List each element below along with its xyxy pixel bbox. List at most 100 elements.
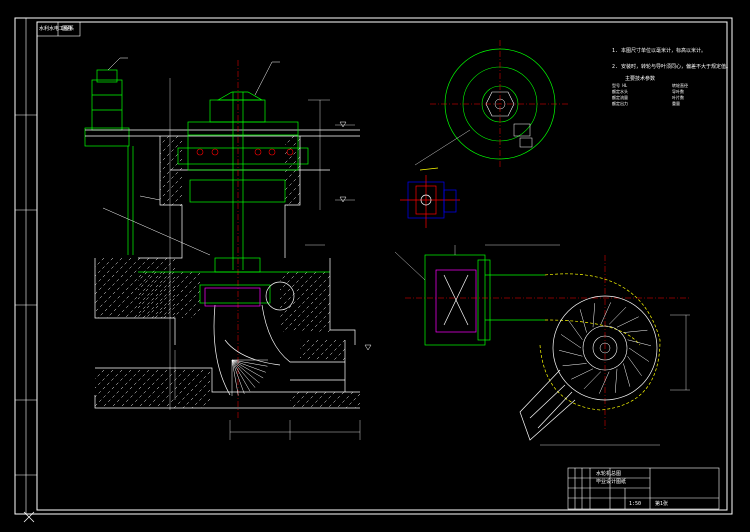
binding-margin-ticks bbox=[15, 18, 37, 514]
hatch-line bbox=[289, 391, 300, 402]
runner-blade-line bbox=[231, 359, 245, 394]
stamp-text: 水利水电工程系 bbox=[39, 26, 75, 32]
section-view bbox=[84, 57, 372, 440]
spec-item: 额定流量 bbox=[612, 95, 628, 100]
spiral-case-plan bbox=[394, 244, 690, 446]
guide-vane bbox=[558, 350, 583, 357]
hatch-line bbox=[94, 257, 114, 277]
spec-item: 额定水头 bbox=[612, 89, 628, 94]
hatch-line bbox=[154, 272, 201, 319]
hatch-line bbox=[300, 302, 331, 333]
hatch-line bbox=[279, 271, 317, 309]
spiral-runner-ring bbox=[592, 335, 618, 361]
hatch-line bbox=[279, 271, 299, 291]
hatch-line bbox=[106, 257, 168, 319]
hatch-line bbox=[146, 369, 186, 409]
hatch-line bbox=[94, 257, 132, 295]
hatch-line bbox=[336, 391, 354, 409]
plan-view bbox=[414, 40, 570, 168]
hatch-line bbox=[282, 284, 331, 333]
note-line-1: 1. 本图尺寸单位以毫米计，标高以米计。 bbox=[612, 48, 707, 54]
top-left-stamp bbox=[36, 21, 81, 37]
hatch-line bbox=[137, 369, 177, 409]
hatch-line bbox=[101, 369, 141, 409]
guide-vane bbox=[560, 334, 582, 349]
hatch-line bbox=[94, 369, 132, 407]
hatch-line bbox=[94, 257, 141, 304]
hatch-line bbox=[354, 402, 361, 409]
hatch-line bbox=[97, 257, 159, 319]
hatch-line bbox=[94, 369, 123, 398]
hatch-line bbox=[284, 135, 295, 146]
plan-dimension bbox=[414, 129, 471, 166]
guide-vane bbox=[592, 303, 596, 328]
hatch-line bbox=[159, 158, 183, 182]
guide-vane bbox=[627, 339, 652, 346]
hatch-line bbox=[315, 339, 337, 361]
leader-lines bbox=[102, 61, 280, 256]
hatch-line bbox=[318, 391, 336, 409]
elevation-markers bbox=[339, 121, 372, 351]
hatch-line bbox=[133, 276, 176, 319]
hatch-line bbox=[299, 339, 310, 350]
hatch-line bbox=[169, 312, 176, 319]
runner-blade-line bbox=[231, 359, 256, 388]
draft-tube bbox=[213, 304, 346, 396]
hatch-line bbox=[279, 275, 331, 327]
spec-item: 重量 bbox=[672, 101, 680, 106]
hatch-line bbox=[333, 348, 346, 361]
hatch-line bbox=[94, 257, 123, 286]
spec-item: 额定出力 bbox=[612, 101, 628, 106]
hatch-line bbox=[345, 393, 361, 409]
hatch-line bbox=[172, 290, 201, 319]
hatch-line bbox=[163, 281, 201, 319]
plan-bolt-pattern bbox=[513, 123, 533, 148]
hatch-line bbox=[159, 167, 183, 191]
guide-vane bbox=[623, 363, 631, 387]
guide-vane bbox=[599, 371, 610, 394]
guide-vane bbox=[583, 371, 602, 390]
guide-vane bbox=[614, 368, 618, 393]
hatch-line bbox=[159, 140, 183, 164]
guide-vane bbox=[568, 320, 583, 340]
hatch-line bbox=[137, 271, 166, 300]
runner-blade-line bbox=[231, 359, 260, 384]
hatch-line bbox=[119, 369, 159, 409]
hatch-line bbox=[128, 369, 168, 409]
hatch-line bbox=[284, 174, 301, 191]
turbine-shaft bbox=[232, 92, 244, 270]
concrete-hatch bbox=[94, 135, 361, 409]
hatch-line bbox=[327, 391, 345, 409]
spiral-outer-ring bbox=[552, 295, 658, 401]
runner-blade-line bbox=[231, 359, 251, 392]
valve-assembly bbox=[424, 254, 545, 346]
section-dimensions bbox=[169, 78, 361, 440]
spiral-centerline bbox=[405, 255, 690, 430]
runner-blades bbox=[231, 359, 268, 396]
hatch-line bbox=[181, 299, 201, 319]
hatch-line bbox=[295, 201, 301, 207]
title-block-sheet: 第1张 bbox=[655, 501, 669, 507]
hatch-line bbox=[191, 389, 211, 409]
hatch-line bbox=[159, 135, 170, 146]
guide-vane bbox=[623, 329, 648, 333]
hatch-line bbox=[94, 369, 114, 389]
guide-vane bbox=[627, 356, 642, 376]
hatch-line bbox=[159, 149, 183, 173]
hatch-line bbox=[182, 380, 211, 409]
hatch-line bbox=[190, 308, 201, 319]
guide-vane bbox=[562, 363, 587, 367]
powerhouse-walls bbox=[94, 136, 360, 409]
guide-vane bbox=[579, 309, 587, 333]
hatch-line bbox=[137, 271, 175, 309]
inlet-valve bbox=[204, 281, 295, 311]
hatch-line bbox=[142, 285, 176, 319]
hatch-line bbox=[291, 293, 331, 333]
hatch-line bbox=[279, 271, 290, 282]
note-line-2: 2. 安装时，转轮与导叶须同心，偏差不大于规定值。 bbox=[612, 64, 732, 70]
hatch-line bbox=[324, 339, 346, 361]
spec-item: 导叶数 bbox=[672, 89, 684, 94]
hatch-line bbox=[160, 303, 176, 319]
hatch-line bbox=[284, 183, 301, 200]
